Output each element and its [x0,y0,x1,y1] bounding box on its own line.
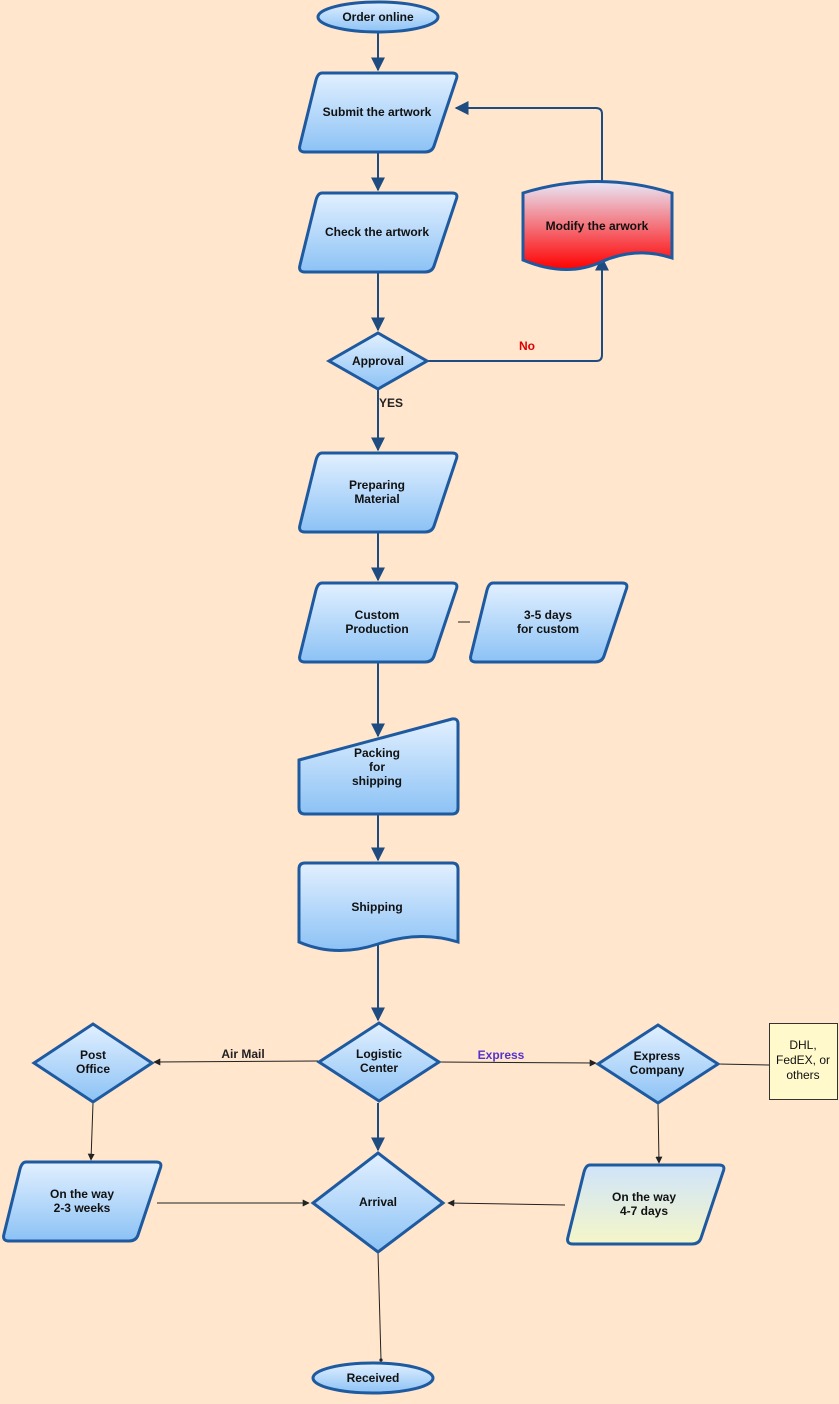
note-box [769,1023,838,1100]
decision-shape [316,1021,442,1103]
tape-shape [521,180,674,271]
data-shape [298,191,459,274]
node-check-artwork: Check the artwork [298,191,459,274]
node-label: Received [347,1371,400,1385]
data-shape [298,581,459,664]
edge-logistic-to-post-office [153,1058,319,1066]
node-preparing-material: Preparing Material [298,451,459,534]
node-label-line-1: Express [634,1049,681,1063]
node-on-way-post: On the way 2-3 weeks [2,1160,163,1243]
node-express-company: Express Company [595,1023,721,1105]
node-label-line-2: for custom [517,622,579,636]
node-label-line-2: Center [360,1061,398,1075]
edges [87,33,770,1362]
node-label-line-2: 4-7 days [620,1204,668,1218]
decision-shape [595,1023,721,1105]
node-submit-artwork: Submit the artwork [298,71,459,154]
edge-post-office-to-onway [87,1102,95,1161]
node-label: Modify the arwork [546,219,649,233]
node-label-line-1: Packing [354,746,400,760]
decision-shape [325,331,431,391]
node-label: Approval [352,354,404,368]
decision-shape [31,1022,155,1104]
edge-label-express: Express [478,1048,525,1062]
node-label: Order online [342,10,414,24]
note-line-2: FedEX, or [776,1053,830,1067]
edge-onway-express-to-arrival [447,1199,566,1207]
data-shape [2,1160,163,1243]
node-label-line-1: On the way [612,1190,676,1204]
note-line-1: DHL, [789,1038,816,1052]
node-received: Received [311,1361,435,1395]
node-post-office: Post Office [31,1022,155,1104]
node-carriers-note: DHL, FedEX, or others [769,1023,838,1100]
data-shape [298,71,459,154]
node-arrival: Arrival [310,1151,446,1254]
node-approval: Approval [325,331,431,391]
node-label-line-1: 3-5 days [524,608,572,622]
edge-label-no: No [519,339,535,353]
node-label: Arrival [359,1195,397,1209]
node-label-line-1: Preparing [349,478,405,492]
edge-arrival-to-received [377,1251,383,1362]
node-label-line-2: Production [345,622,408,636]
node-label-line-1: Custom [355,608,400,622]
node-custom-production: Custom Production [298,581,459,664]
terminator-shape [316,0,440,34]
decision-shape [310,1151,446,1254]
data-shape [469,581,629,664]
edge-logistic-to-express-company [438,1059,597,1067]
node-label-line-1: On the way [50,1187,114,1201]
node-label-line-2: for [369,760,385,774]
edge-approval-no-to-modify [427,256,609,362]
edge-express-company-to-onway [655,1102,663,1164]
edge-modify-to-submit [454,101,603,188]
node-order-online: Order online [316,0,440,34]
node-shipping: Shipping [297,861,460,952]
terminator-shape [311,1361,435,1395]
node-label: Shipping [351,900,402,914]
node-days-for-custom: 3-5 days for custom [469,581,629,664]
node-on-way-express: On the way 4-7 days [566,1163,726,1246]
data-shape [566,1163,726,1246]
node-label-line-2: Material [354,492,399,506]
node-label-line-3: shipping [352,774,402,788]
edge-label-air-mail: Air Mail [221,1047,264,1061]
node-logistic-center: Logistic Center [316,1021,442,1103]
data-shape [298,451,459,534]
node-packing: Packing for shipping [297,717,460,816]
node-label: Submit the artwork [323,105,432,119]
note-line-3: others [786,1068,819,1082]
node-label-line-1: Post [80,1048,106,1062]
edge-express-to-note [717,1063,770,1066]
document-shape [297,861,460,952]
manual-input-shape [297,717,460,816]
node-label-line-1: Logistic [356,1047,402,1061]
node-modify-artwork: Modify the arwork [521,180,674,271]
node-label: Check the artwork [325,225,429,239]
edge-label-yes: YES [379,396,403,410]
node-label-line-2: Company [630,1063,685,1077]
node-label-line-2: Office [76,1062,110,1076]
node-label-line-2: 2-3 weeks [54,1201,111,1215]
